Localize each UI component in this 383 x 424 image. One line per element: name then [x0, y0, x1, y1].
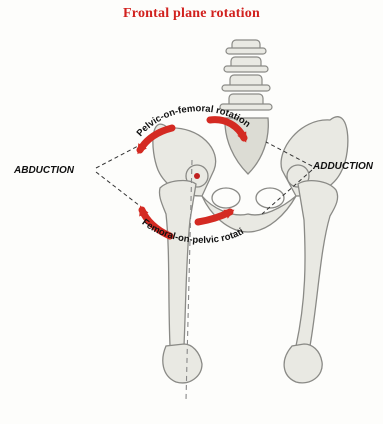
abduction-label: ABDUCTION	[14, 165, 74, 176]
hip-joint-axis	[194, 173, 200, 179]
adduction-label: ADDUCTION	[313, 161, 373, 172]
femurs	[159, 165, 337, 383]
lumbar-spine	[220, 40, 272, 110]
